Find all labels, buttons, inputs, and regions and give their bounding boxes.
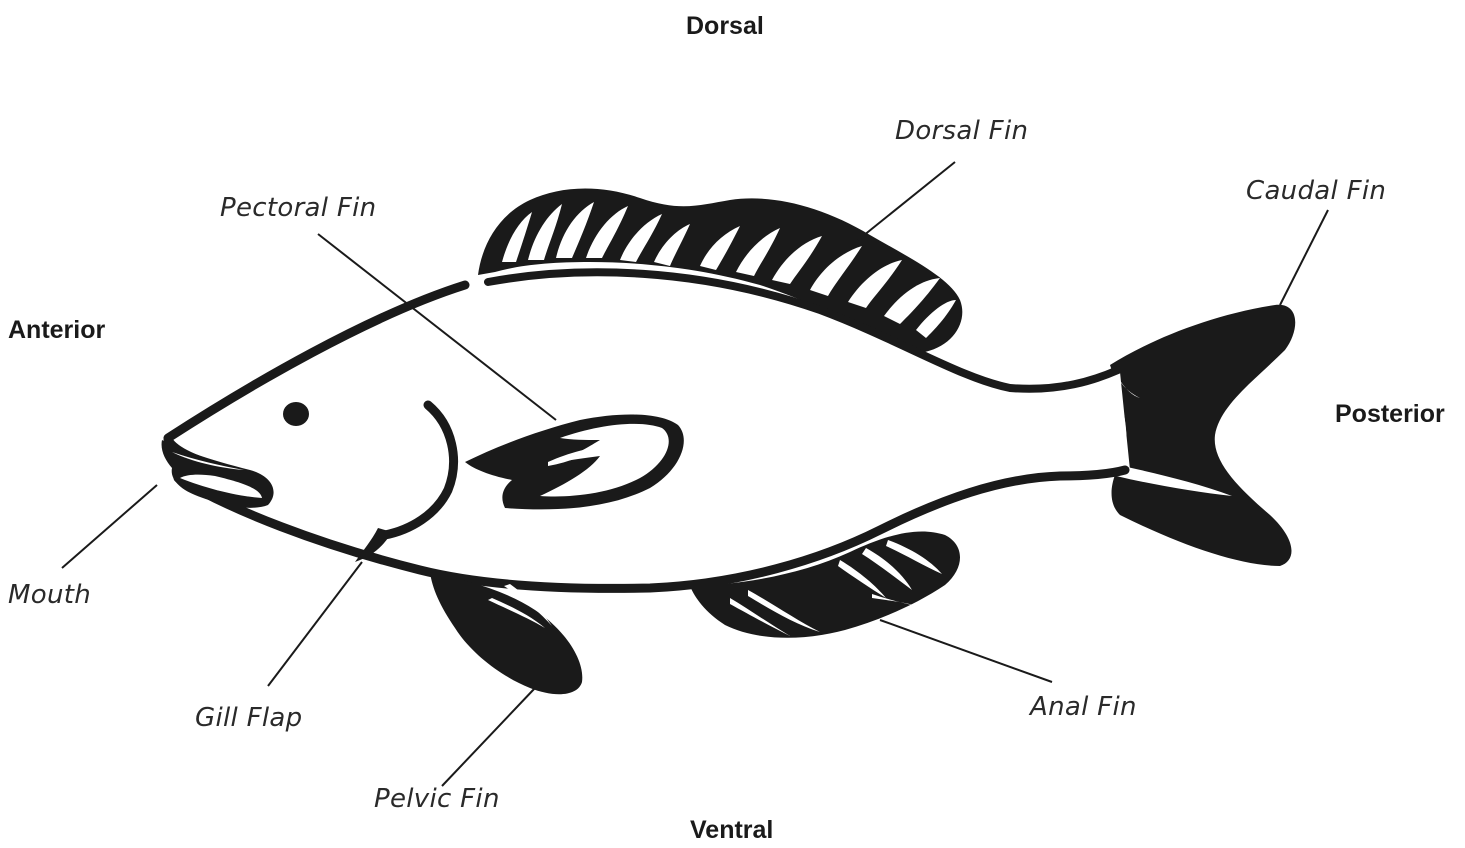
leader-caudal-fin [1280,210,1328,305]
label-pectoral-fin: Pectoral Fin [220,193,376,223]
leader-pelvic-fin [442,688,535,786]
label-mouth: Mouth [8,580,91,610]
label-pelvic-fin: Pelvic Fin [374,784,500,814]
leader-gill-flap [268,562,362,686]
label-gill-flap: Gill Flap [195,703,302,733]
label-posterior: Posterior [1335,400,1445,429]
label-anterior: Anterior [8,316,105,345]
leader-anal-fin [880,620,1052,682]
caudal-fin-shape [1110,305,1295,566]
label-dorsal-fin: Dorsal Fin [895,116,1028,146]
leader-dorsal-fin [858,162,955,240]
label-caudal-fin: Caudal Fin [1246,176,1386,206]
label-anal-fin: Anal Fin [1030,692,1137,722]
label-dorsal: Dorsal [686,12,764,41]
eye [283,402,309,426]
label-ventral: Ventral [690,816,773,845]
leader-mouth [62,485,157,568]
